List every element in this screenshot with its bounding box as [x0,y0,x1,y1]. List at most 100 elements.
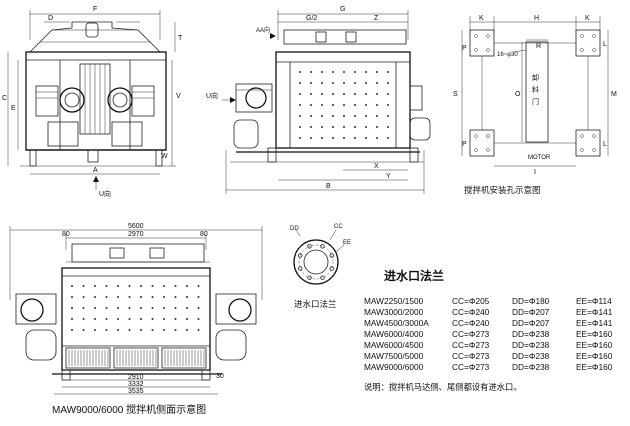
rivet-dot [128,285,131,287]
dim-3332: 3332 [128,381,144,388]
rivet-dot [310,82,312,84]
side-view-caption: MAW9000/6000 搅拌机侧面示意图 [52,405,207,416]
rivet-dot [82,285,85,287]
rivet-dot [117,296,119,298]
bolt-hole [307,275,312,280]
dim-S: S [453,91,458,98]
rivet-dot [71,285,73,287]
rivet-dot [376,104,378,106]
cc-cell: CC=Φ273 [452,351,490,361]
rivet-dot [163,329,165,331]
dim-B: B [326,183,331,190]
rivet-dot [376,137,378,139]
dim-O: O [515,91,521,98]
rivet-dot [354,115,356,117]
rivet-dot [186,329,188,331]
hole-spec: 16~φ30 [497,52,518,58]
rivet-dot [354,126,356,128]
dd-cell: DD=Φ207 [512,318,550,328]
rivet-dot [117,318,119,320]
rivet-dot [310,93,312,95]
flange-caption: 进水口法兰 [294,299,337,309]
rivet-dot [321,115,323,117]
dd-cell: DD=Φ238 [512,362,550,372]
rivet-dot [310,126,312,128]
dim-5600: 5600 [128,223,144,230]
dim-80-right: 80 [200,231,208,238]
model-cell: MAW9000/6000 [364,362,424,372]
rivet-dot [163,285,165,287]
cc-cell: CC=Φ205 [452,296,490,306]
rivet-dot [197,329,200,331]
rivet-dot [174,318,177,320]
rivet-dot [71,329,73,331]
side-aa-label: AA向 [256,26,270,34]
dim-K-right: K [585,15,590,22]
bolt-hole [329,266,334,271]
rivet-dot [332,104,334,106]
dim-30: 30 [216,373,224,380]
hole-diagram-caption: 搅拌机安装孔示意图 [464,185,541,195]
rivet-dot [151,318,154,320]
bolt-hole [307,244,312,249]
rivet-dot [128,318,131,320]
door-char-3: 门 [532,97,539,106]
rivet-dot [140,329,142,331]
table-row: MAW3000/2000 CC=Φ240 DD=Φ207 EE=Φ141 [364,307,630,318]
table-row: MAW6000/4500 CC=Φ273 DD=Φ238 EE=Φ160 [364,340,630,351]
model-cell: MAW6000/4000 [364,329,424,339]
rivet-dot [140,296,142,298]
rivet-dot [310,137,312,139]
rivet-dot [94,296,96,298]
rivet-dot [343,93,345,95]
rivet-dot [310,104,312,106]
dim-K-left: K [479,15,484,22]
dd-cell: DD=Φ207 [512,307,550,317]
side-u-direction: U向 [206,91,218,100]
rivet-dot [376,93,378,95]
hole-diagram: K H K 16~φ30 卸 料 门 R O [453,15,617,176]
dd-cell: DD=Φ238 [512,340,550,350]
rivet-dot [128,296,131,298]
rivet-dot [151,307,154,309]
dim-P-top: P [462,45,467,52]
rivet-dot [71,296,73,298]
rivet-dot [387,104,389,106]
bolt-hole [298,253,303,258]
door-char-1: 卸 [532,73,539,82]
rivet-dot [105,285,108,287]
ee-cell: EE=Φ160 [576,351,613,361]
flange-note: 说明：搅拌机马达侧、尾侧都设有进水口。 [364,382,522,392]
rivet-dot [82,307,85,309]
cc-cell: CC=Φ240 [452,307,490,317]
rivet-dot [376,82,378,84]
rivet-dot [365,82,367,84]
rivet-dot [151,285,154,287]
dim-W: W [161,153,168,160]
flange-ee-label: EE [343,240,351,246]
rivet-dot [343,115,345,117]
dim-P-bottom: P [462,141,467,148]
rivet-dot [174,285,177,287]
rivet-dot [310,71,312,73]
dim-L-bottom: L [603,141,607,148]
table-row: MAW4500/3000A CC=Φ240 DD=Φ207 EE=Φ141 [364,318,630,329]
dim-V: V [176,93,181,100]
dim-I: I [534,169,536,176]
rivet-dot [332,93,334,95]
rivet-dot [197,307,200,309]
bolt-hole [329,253,334,258]
model-cell: MAW4500/3000A [364,318,429,328]
rivet-dot [354,137,356,139]
flange-cc-label: CC [334,224,343,230]
dim-R: R [536,43,541,50]
rivet-dot [332,137,334,139]
rivet-dot [186,285,188,287]
rivet-dot [332,71,334,73]
rivet-dot [376,71,378,73]
rivet-dot [365,104,367,106]
rivet-dot [117,329,119,331]
ee-cell: EE=Φ160 [576,329,613,339]
bolt-hole [320,244,325,249]
rivet-dot [332,126,334,128]
